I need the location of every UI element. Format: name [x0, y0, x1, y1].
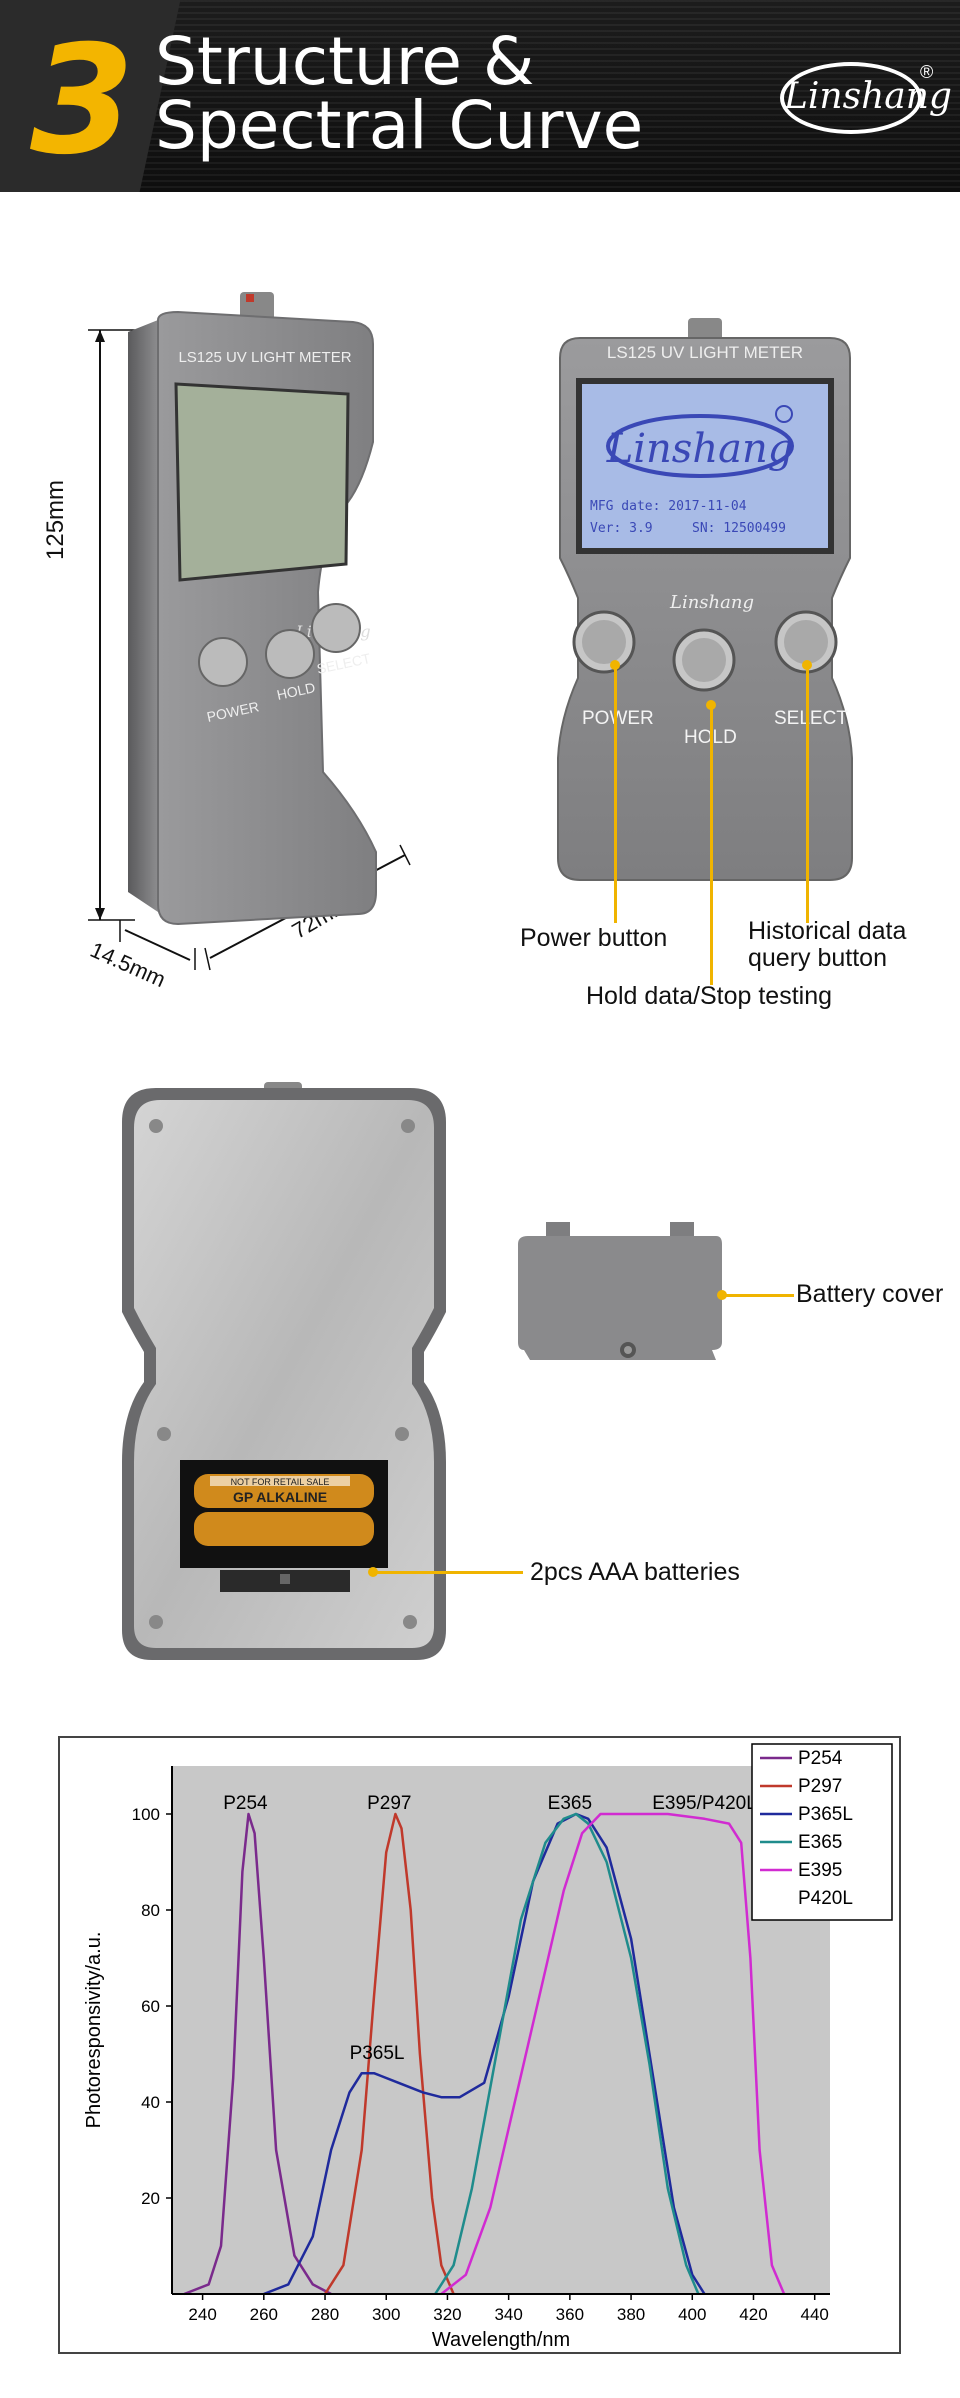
screen-serial: SN: 12500499	[692, 521, 786, 536]
x-tick-label: 340	[494, 2305, 522, 2324]
x-tick-label: 300	[372, 2305, 400, 2324]
series-line-p365l	[263, 1812, 706, 2296]
screen-version: Ver: 3.9	[590, 521, 653, 536]
battery-cover	[518, 1222, 722, 1360]
front-body-brand: Linshang	[669, 592, 754, 613]
brand-logo-text: Linshang	[784, 76, 952, 117]
front-power-label: POWER	[582, 708, 654, 729]
annotation-label: P254	[223, 1793, 268, 1814]
legend-entry: P254	[798, 1748, 843, 1769]
battery-cover-callout: Battery cover	[796, 1280, 944, 1308]
select-callout-line2: query button	[748, 944, 887, 972]
angled-select-label: SELECT	[315, 650, 372, 677]
batteries-callout-line	[373, 1571, 523, 1574]
screen-brand: Linshang	[606, 426, 794, 472]
annotation-label: E365	[548, 1793, 592, 1814]
battery-print-brand: GP ALKALINE	[233, 1489, 327, 1505]
x-tick-label: 380	[617, 2305, 645, 2324]
hold-button-callout: Hold data/Stop testing	[586, 982, 832, 1010]
page-title-line1: Structure &	[155, 23, 535, 100]
x-axis-label: Wavelength/nm	[432, 2329, 570, 2351]
y-tick-label: 40	[141, 2093, 160, 2112]
x-tick-label: 240	[188, 2305, 216, 2324]
angled-hold-label: HOLD	[275, 679, 316, 703]
hold-callout-line	[710, 705, 713, 985]
device-back-view: NOT FOR RETAIL SALE GP ALKALINE	[122, 1082, 446, 1660]
angled-model-label: LS125 UV LIGHT METER	[178, 349, 351, 366]
y-tick-label: 60	[141, 1997, 160, 2016]
y-axis-label: Photoresponsivity/a.u.	[83, 1932, 105, 2129]
power-callout-line	[614, 665, 617, 923]
legend-entry: E395	[798, 1860, 842, 1881]
series-line-p297	[323, 1812, 455, 2295]
select-button-callout: Historical data query button	[748, 918, 906, 972]
x-tick-label: 280	[311, 2305, 339, 2324]
legend-entry: P365L	[798, 1804, 853, 1825]
legend-entry: P420L	[798, 1888, 853, 1909]
annotation-label: P297	[367, 1793, 411, 1814]
section-number: 3	[30, 14, 135, 188]
device-angled-view: LS125 UV LIGHT METER Linshang POWER HOLD…	[128, 292, 377, 926]
height-dimension-label: 125mm	[42, 479, 69, 560]
x-tick-label: 260	[250, 2305, 278, 2324]
legend-box	[751, 1743, 893, 1921]
annotation-label: E395/P420L	[652, 1793, 757, 1814]
brand-logo: Linshang	[780, 62, 952, 134]
select-callout-line1: Historical data	[748, 917, 907, 945]
x-tick-label: 440	[801, 2305, 829, 2324]
annotation-label: P365L	[350, 2043, 405, 2064]
power-button-callout: Power button	[520, 924, 668, 952]
front-select-label: SELECT	[774, 708, 848, 729]
registered-mark: ®	[920, 62, 934, 82]
x-tick-label: 360	[556, 2305, 584, 2324]
legend-entry: E365	[798, 1832, 842, 1853]
device-front-view: LS125 UV LIGHT METER Linshang MFG date: …	[557, 318, 853, 881]
x-tick-label: 320	[433, 2305, 461, 2324]
page-title-line2: Spectral Curve	[155, 87, 644, 164]
legend-entry: P297	[798, 1776, 842, 1797]
y-tick-label: 80	[141, 1901, 160, 1920]
screen-mfg-date: MFG date: 2017-11-04	[590, 499, 747, 514]
x-tick-label: 400	[678, 2305, 706, 2324]
series-line-e395	[440, 1812, 786, 2295]
y-tick-label: 20	[141, 2189, 160, 2208]
spectral-chart: 240 260 280 300 320 340 360 380 400 420 440 20 40 60 8…	[83, 1743, 893, 2351]
battery-print-top: NOT FOR RETAIL SALE	[231, 1477, 330, 1487]
battery-cover-callout-line	[722, 1294, 794, 1297]
front-model-label: LS125 UV LIGHT METER	[607, 343, 803, 362]
x-tick-label: 420	[739, 2305, 767, 2324]
series-line-p254	[183, 1812, 332, 2296]
batteries-callout: 2pcs AAA batteries	[530, 1558, 740, 1586]
select-callout-line	[806, 665, 809, 923]
page-title: Structure & Spectral Curve	[155, 23, 644, 164]
series-line-e365	[434, 1812, 700, 2295]
y-tick-label: 100	[132, 1805, 160, 1824]
